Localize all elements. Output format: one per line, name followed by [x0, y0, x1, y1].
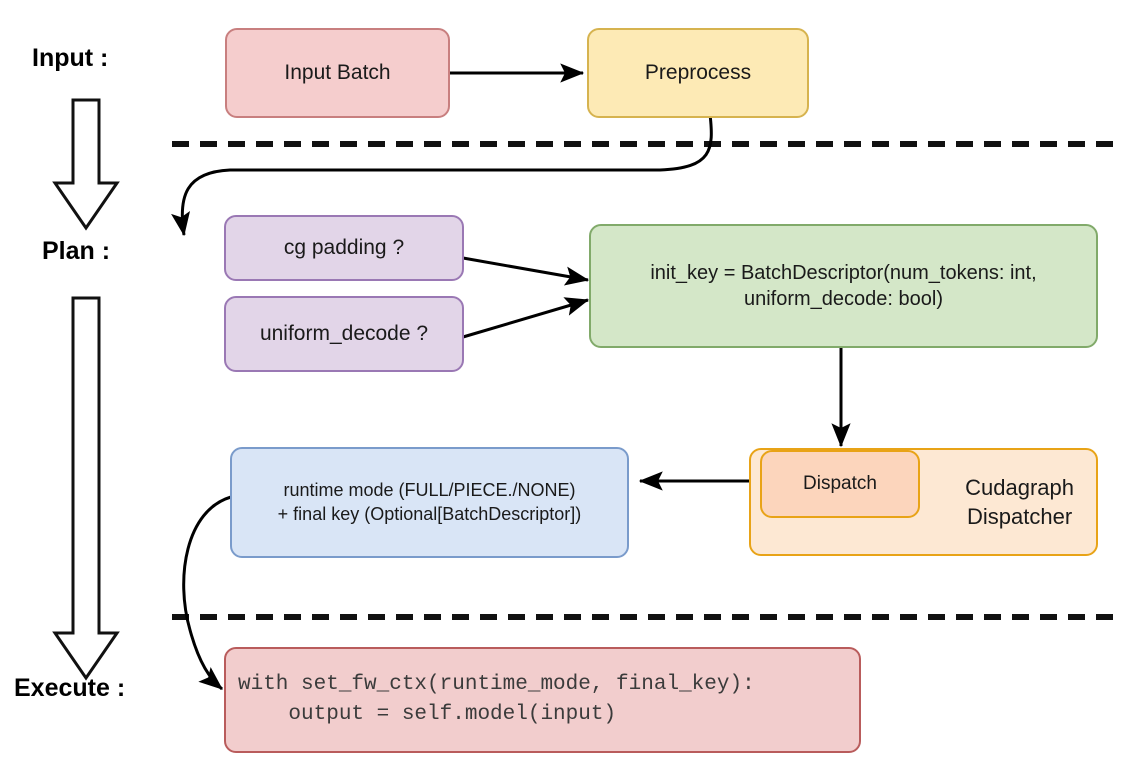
- plan-to-execute-block-arrow: [52, 296, 120, 681]
- stage-label-input: Input :: [32, 44, 109, 72]
- stage-label-execute: Execute :: [14, 674, 126, 702]
- node-input-batch[interactable]: Input Batch: [225, 28, 450, 118]
- node-preprocess[interactable]: Preprocess: [587, 28, 809, 118]
- node-dispatch[interactable]: Dispatch: [760, 450, 920, 518]
- node-init-key[interactable]: init_key = BatchDescriptor(num_tokens: i…: [589, 224, 1098, 348]
- node-execute-code[interactable]: with set_fw_ctx(runtime_mode, final_key)…: [224, 647, 861, 753]
- node-cg-padding[interactable]: cg padding ?: [224, 215, 464, 281]
- uniform-decode-to-init-key-arrow: [462, 297, 590, 339]
- cg-padding-to-init-key-arrow: [462, 256, 590, 286]
- node-runtime-mode[interactable]: runtime mode (FULL/PIECE./NONE) + final …: [230, 447, 629, 558]
- stage-label-plan: Plan :: [42, 237, 111, 265]
- input-to-plan-block-arrow: [52, 98, 120, 231]
- runtime-mode-to-execute-code-arrow: [182, 495, 232, 691]
- preprocess-to-cg-padding-arrow: [171, 113, 713, 237]
- node-uniform-decode[interactable]: uniform_decode ?: [224, 296, 464, 372]
